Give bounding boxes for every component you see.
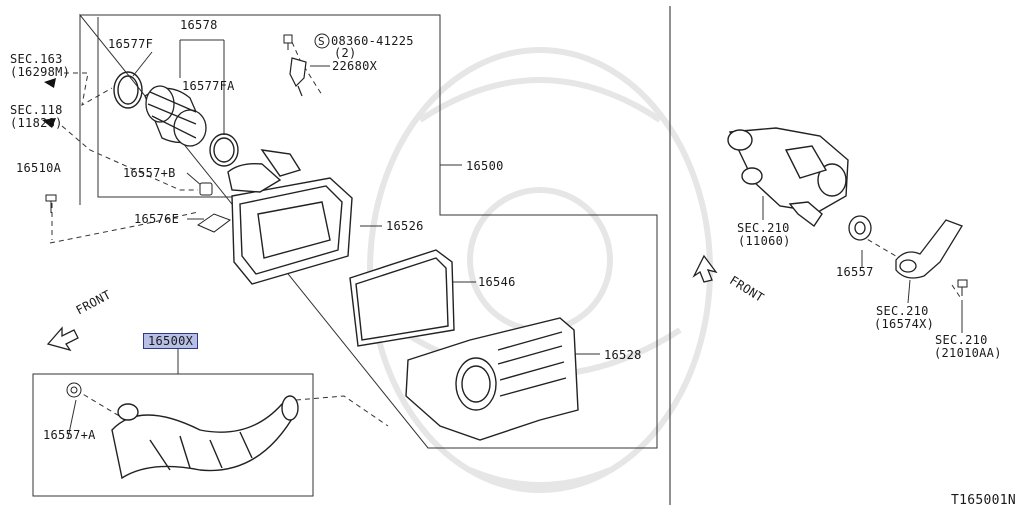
inset-frame-16500x [32,373,314,497]
sec-arrows [42,78,56,128]
label-16557a[interactable]: 16557+A [43,428,96,442]
diagram-reference-code: T165001N [950,493,1016,508]
label-16577f[interactable]: 16577F [108,37,154,51]
duct-16578 [144,85,207,147]
bolt-21010aa [957,279,968,296]
label-sec210-11060[interactable]: SEC.210 [737,221,790,235]
label-16577fa[interactable]: 16577FA [182,79,235,93]
grommet-16557a [66,382,82,398]
air-cleaner-lower-case-16526 [227,149,353,285]
label-sec210-16574x[interactable]: SEC.210 [876,304,929,318]
sensor-22680x [289,57,307,97]
grommet-16557 [848,215,872,241]
label-16576e[interactable]: 16576E [134,212,180,226]
label-sec210-21010aa[interactable]: SEC.210 [935,333,988,347]
air-cleaner-upper-case-16528 [405,317,579,441]
label-sec118[interactable]: SEC.118 [10,103,63,117]
solid-leaders [67,39,963,439]
label-16500x-highlighted[interactable]: 16500X [143,333,199,349]
label-sec163-ref: (16298M) [10,65,71,79]
screw-symbol-letter: S [318,35,325,48]
label-sec210-21010aa-ref: (21010AA) [934,346,1002,360]
label-16557[interactable]: 16557 [836,265,874,279]
grommet-16557b [199,182,213,196]
label-16546[interactable]: 16546 [478,275,516,289]
dashed-leaders [49,41,963,427]
front-arrow-right-icon [692,254,718,283]
label-16578[interactable]: 16578 [180,18,218,32]
bolt-16510a [45,194,57,213]
clamp-16577f [113,71,143,109]
label-sec163[interactable]: SEC.163 [10,52,63,66]
label-16526[interactable]: 16526 [386,219,424,233]
front-arrow-left-icon [46,326,79,352]
clamp-16577fa [209,133,239,167]
water-outlet-sec210 [727,127,849,228]
label-sec210-11060-ref: (11060) [738,234,791,248]
air-duct-hose-16500x [111,395,299,480]
bracket-16574x [895,219,963,279]
label-16557b[interactable]: 16557+B [123,166,176,180]
filter-element-16546 [349,249,455,347]
screw-08360 [283,34,293,50]
screw-symbol-icon [314,33,330,49]
label-08360-qty: (2) [334,46,357,60]
label-16500[interactable]: 16500 [466,159,504,173]
label-sec210-16574x-ref: (16574X) [874,317,935,331]
label-08360-41225[interactable]: 08360-41225 [331,34,414,48]
label-sec118-ref: (11826) [10,116,63,130]
bracket-16576e [196,213,232,233]
label-16510a[interactable]: 16510A [16,161,62,175]
label-16528[interactable]: 16528 [604,348,642,362]
label-22680x[interactable]: 22680X [332,59,378,73]
